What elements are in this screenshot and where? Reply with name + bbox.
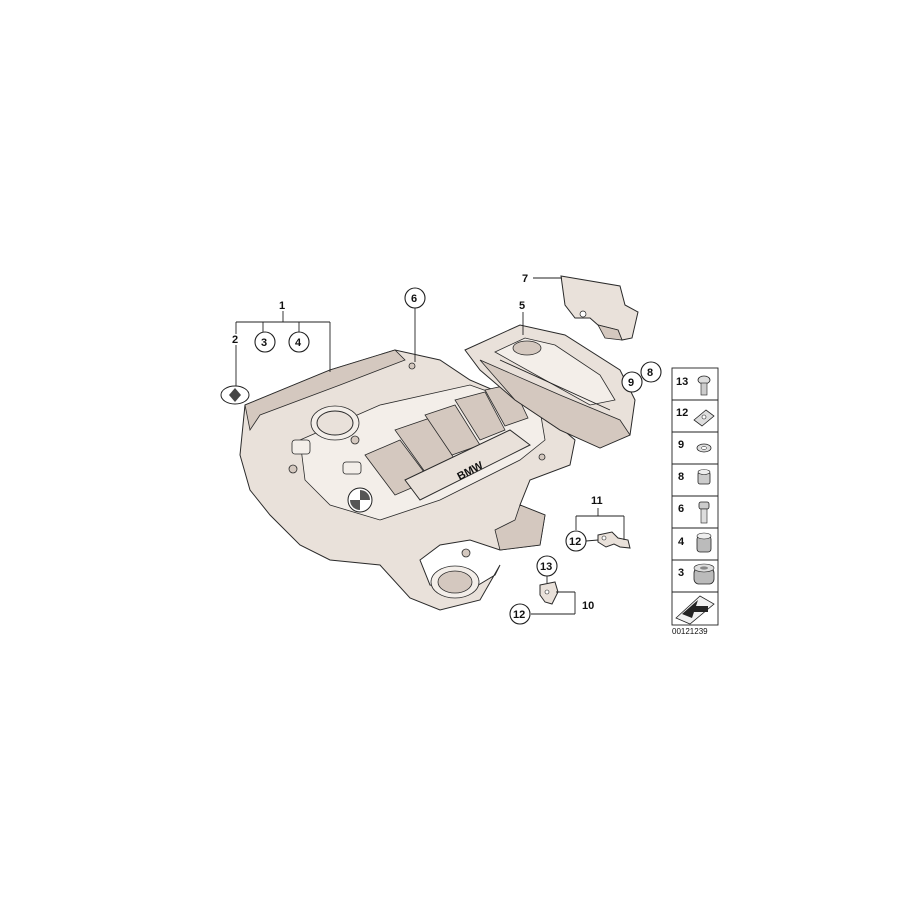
legend-label-9: 9 — [678, 439, 684, 451]
spacer-8-icon — [697, 469, 711, 485]
callout-6: 6 — [411, 293, 417, 305]
callout-8-circle — [640, 361, 662, 383]
callout-7: 7 — [522, 273, 528, 285]
callout-6-circle — [404, 287, 426, 309]
grommet-3-icon — [693, 563, 715, 585]
callout-13-circle — [536, 555, 558, 577]
callout-9-circle — [621, 371, 643, 393]
legend-label-4: 4 — [678, 536, 685, 548]
bracket-part-10 — [539, 581, 559, 605]
emblem-part-2 — [220, 385, 250, 405]
callout-12b: 12 — [513, 609, 525, 621]
image-number: 00121239 — [672, 627, 708, 636]
cover-panel-part-7 — [560, 275, 639, 341]
engine-cover: BMW — [239, 349, 576, 611]
arrow-sheet-icon — [675, 595, 715, 625]
bmw-roundel-icon — [347, 487, 373, 513]
legend-label-12: 12 — [676, 407, 688, 419]
callout-12a: 12 — [569, 536, 581, 548]
screw-13-icon — [697, 375, 711, 396]
legend-label-3: 3 — [678, 567, 684, 579]
bolt-6-icon — [698, 501, 710, 524]
callout-12a-circle — [565, 530, 587, 552]
callout-3: 3 — [261, 337, 267, 349]
callout-8: 8 — [647, 367, 653, 379]
legend-label-6: 6 — [678, 503, 684, 515]
bracket-part-11 — [597, 531, 631, 549]
callout-5: 5 — [519, 300, 525, 312]
sleeve-4-icon — [696, 532, 712, 553]
callout-12b-circle — [509, 603, 531, 625]
callout-3-circle — [254, 331, 276, 353]
leader-lines — [235, 277, 625, 615]
callout-2: 2 — [232, 334, 238, 346]
fastener-legend: 13 12 9 8 6 4 — [671, 367, 719, 626]
filter-housing-part-5 — [464, 324, 636, 449]
washer-9-icon — [696, 443, 712, 453]
callout-1: 1 — [279, 300, 285, 312]
legend-label-8: 8 — [678, 471, 684, 483]
callout-11: 11 — [591, 495, 603, 507]
callout-10: 10 — [582, 600, 594, 612]
callout-9: 9 — [628, 377, 634, 389]
clip-nut-12-icon — [693, 409, 715, 427]
callout-13: 13 — [540, 561, 552, 573]
callout-4-circle — [288, 331, 310, 353]
callout-4: 4 — [295, 337, 302, 349]
legend-label-13: 13 — [676, 376, 688, 388]
callouts: 1 2 3 4 6 7 5 9 8 11 12 13 12 10 — [232, 273, 662, 625]
